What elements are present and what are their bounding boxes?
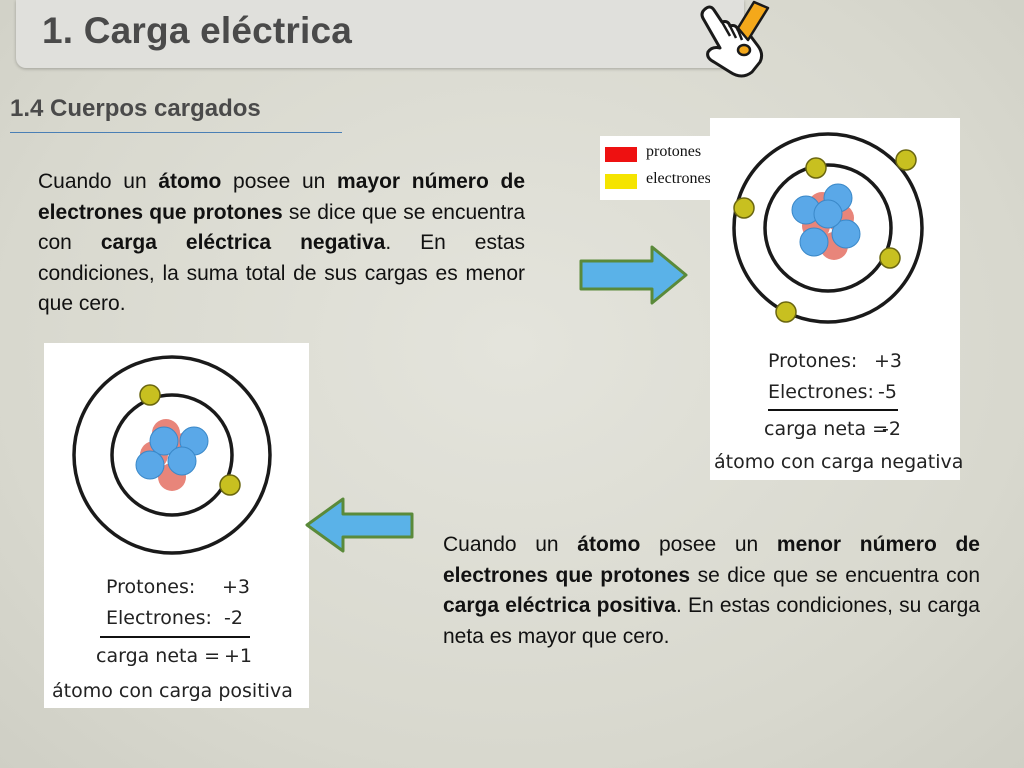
para-bold: átomo [577,533,641,556]
electron-particle [879,247,901,269]
sum-line [768,409,898,411]
net-charge-value: +1 [224,645,253,667]
electrons-legend-label: electrones [646,170,711,187]
electrons-count-value: -5 [878,381,897,403]
para-text: Cuando un [38,170,159,193]
electron-particle [805,157,827,179]
subtitle-underline [10,132,342,133]
electron-particle [139,384,161,406]
atom-caption: átomo con carga negativa [714,451,964,473]
para-bold: carga eléctrica positiva [443,594,676,617]
para-text: . En estas condiciones, la suma total de… [38,231,526,315]
electron-particle [219,474,241,496]
para-text: posee un [640,533,777,556]
electron-orbit [110,393,234,517]
neutron-particle [831,219,861,249]
para-bold: mayor número de electrones que protones [38,170,526,224]
protons-count-value: +3 [222,576,251,598]
para-bold: átomo [158,170,222,193]
net-charge-label: carga neta = [96,645,221,667]
positive-charge-paragraph: Cuando un átomo posee un menor número de… [443,530,980,652]
protons-legend-label: protones [646,143,702,160]
para-text: se dice que se encuentra con [38,200,525,255]
section-subtitle: 1.4 Cuerpos cargados [10,95,261,122]
para-text: . En estas condiciones, su carga neta es… [443,594,980,648]
electrons-count-value: -2 [224,607,243,629]
electron-particle [895,149,917,171]
negative-charge-paragraph: Cuando un átomo posee un mayor número de… [38,167,525,320]
slide-title: 1. Carga eléctrica [42,10,353,51]
electron-particle [775,301,797,323]
electrons-legend-swatch [605,174,637,189]
negative-atom-graphic [732,132,924,324]
net-charge-value: -2 [882,418,901,440]
protons-count-label: Protones: [106,576,196,598]
net-charge-label: carga neta = [764,418,889,440]
para-bold: menor número de electrones que protones [443,533,980,587]
pointing-hand-warning-icon [700,0,770,78]
title-bar: 1. Carga eléctrica [16,0,744,68]
protons-count-value: +3 [874,350,903,372]
protons-legend-swatch [605,147,637,162]
para-text: se dice que se encuentra con [690,563,980,587]
neutron-particle [813,199,843,229]
electrons-count-label: Electrones: [768,381,874,403]
negative-atom-diagram: Protones: +3 Electrones: -5 carga neta =… [710,118,964,480]
electrons-count-label: Electrones: [106,607,212,629]
neutron-particle [135,450,165,480]
positive-atom-graphic [72,355,272,555]
neutron-particle [149,426,179,456]
electron-orbit [72,355,272,555]
arrow-left-icon [305,497,414,553]
para-bold: carga eléctrica negativa [100,231,386,254]
positive-atom-diagram: Protones: +3 Electrones: -2 carga neta =… [44,343,309,708]
para-text: posee un [221,170,338,193]
electron-particle [733,197,755,219]
atom-caption: átomo con carga positiva [52,680,293,702]
neutron-particle [799,227,829,257]
sum-line [100,636,250,638]
electron-orbit [763,163,893,293]
legend: protones electrones [600,136,730,200]
neutron-particle [167,446,197,476]
protons-count-label: Protones: [768,350,858,372]
electron-orbit [732,132,924,324]
para-text: Cuando un [443,533,578,556]
arrow-right-icon [579,245,688,305]
